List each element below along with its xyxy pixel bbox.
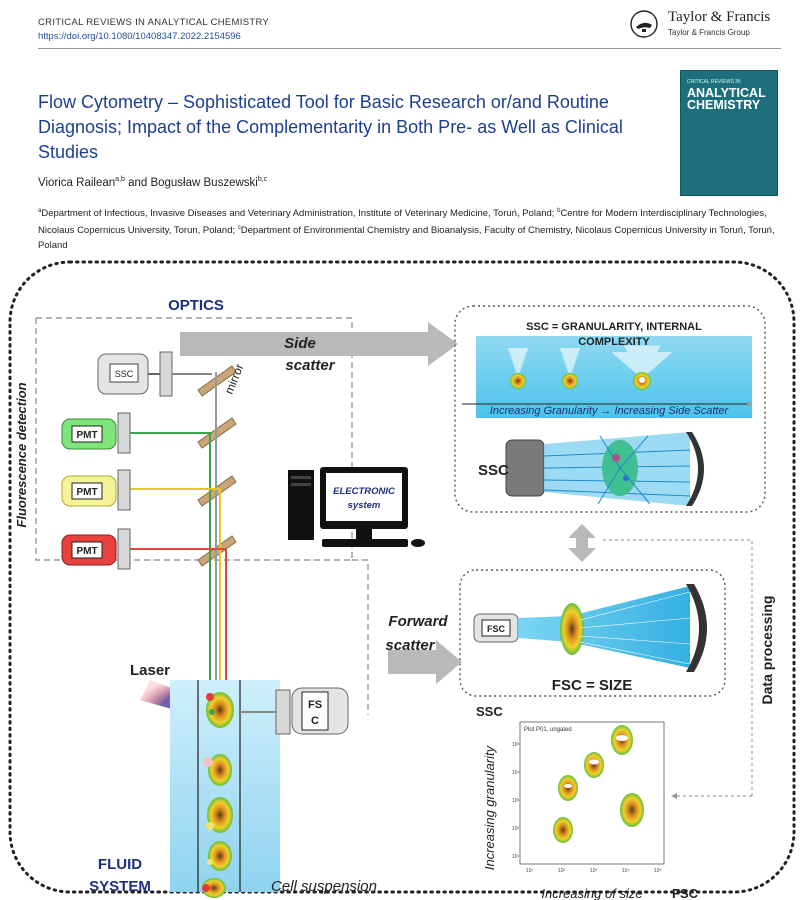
author-2: and Bogusław Buszewski	[124, 176, 258, 189]
increasing-granularity-label: Increasing Granularity → Increasing Side…	[490, 405, 730, 417]
affiliation-c: Department of Environmental Chemistry an…	[38, 225, 775, 252]
fsc-detector-label-2: C	[311, 715, 319, 727]
fsc-panel	[459, 569, 726, 697]
electronic-label-1: ELECTRONIC	[333, 486, 395, 497]
flow-cells	[202, 692, 234, 898]
tick-x-2: 10²	[558, 868, 566, 874]
tick-y-2: 10²	[512, 826, 520, 832]
ssc-optical-diagram	[505, 432, 704, 506]
electronic-label-2: system	[348, 500, 381, 511]
affiliation-a: Department of Infectious, Invasive Disea…	[41, 208, 558, 220]
taylor-francis-lamp-icon	[630, 10, 658, 38]
paper-title: Flow Cytometry – Sophisticated Tool for …	[38, 92, 623, 162]
tick-x-5: 10⁵	[654, 868, 662, 874]
ssc-granularity-label-2: COMPLEXITY	[578, 336, 650, 348]
tick-y-3: 10³	[512, 798, 520, 804]
fluorescence-detection-label: Fluorescence detection	[14, 382, 29, 527]
pmt-yellow-label: PMT	[76, 487, 97, 498]
cell-suspension-label: Cell suspension	[271, 878, 377, 895]
cover-top-text: CRITICAL REVIEWS IN	[687, 79, 741, 85]
scatter-plot-area	[519, 721, 665, 865]
plot-fsc-axis-label: FSC	[672, 886, 699, 900]
panel-double-arrow	[568, 524, 596, 562]
affil-b-mark: b	[557, 208, 561, 214]
side-scatter-arrow	[180, 322, 458, 366]
pmt-green: PMT	[61, 412, 131, 454]
ssc-panel	[454, 305, 766, 513]
figure-frame	[8, 260, 796, 894]
side-scatter-label-2: scatter	[285, 357, 335, 374]
author-1: Viorica Railean	[38, 176, 116, 189]
forward-scatter-label-1: Forward	[388, 613, 448, 630]
laser-label: Laser	[130, 662, 170, 679]
ssc-detector: SSC	[97, 351, 173, 397]
author-2-affil: b,c	[257, 176, 268, 183]
tick-y-4: 10⁴	[512, 770, 520, 776]
author-1-affil: a,b	[115, 176, 125, 183]
fsc-size-label: FSC = SIZE	[552, 677, 632, 694]
pmt-red: PMT	[61, 528, 131, 570]
cover-title-line2: CHEMISTRY	[687, 98, 761, 112]
tick-y-1: 10¹	[512, 854, 520, 860]
tick-x-1: 10¹	[526, 868, 534, 874]
journal-cover-image: CRITICAL REVIEWS IN ANALYTICAL CHEMISTRY	[680, 70, 778, 196]
journal-name: CRITICAL REVIEWS IN ANALYTICAL CHEMISTRY	[38, 17, 270, 28]
side-scatter-label-1: Side	[284, 335, 316, 352]
authors: Viorica Raileana,b and Bogusław Buszewsk…	[38, 176, 267, 189]
tick-x-4: 10⁴	[622, 868, 630, 874]
ssc-granularity-label-1: SSC = GRANULARITY, INTERNAL	[526, 321, 702, 333]
fluid-system-label-1: FLUID	[98, 856, 142, 873]
optics-link-line	[352, 559, 369, 715]
ssc-detector-label: SSC	[115, 369, 134, 379]
ssc-optical-label: SSC	[478, 462, 509, 479]
flow-cytometry-figure: OPTICS Fluorescence detection Side scatt…	[8, 260, 796, 900]
affiliation-b: Centre for Modern Interdisciplinary Tech…	[38, 208, 767, 237]
affil-a-mark: a	[38, 208, 42, 214]
plot-x-axis-label: Increasing of size	[541, 886, 642, 900]
plot-title: Plot P01, ungated	[524, 727, 572, 733]
fluid-system-label-2: SYSTEM	[89, 878, 151, 895]
fsc-detector-box-label: FSC	[487, 624, 506, 634]
data-processing-label: Data processing	[759, 596, 775, 705]
plot-populations	[553, 725, 644, 843]
pmt-green-label: PMT	[76, 430, 97, 441]
optics-label: OPTICS	[168, 297, 224, 314]
affil-c-mark: c	[237, 225, 241, 232]
plot-ssc-axis-label: SSC	[476, 704, 503, 719]
publisher-group: Taylor & Francis Group	[668, 28, 750, 37]
tick-x-3: 10³	[590, 868, 598, 874]
affiliations: aDepartment of Infectious, Invasive Dise…	[38, 204, 782, 253]
header-divider	[38, 48, 781, 49]
fsc-detector-label-1: FS	[308, 699, 322, 711]
fsc-detector: FS C	[240, 687, 349, 735]
forward-scatter-label-2: scatter	[385, 637, 435, 654]
fsc-optical-diagram: FSC	[473, 584, 707, 672]
cover-title-line1: ANALYTICAL	[687, 86, 766, 100]
data-processing-line	[600, 539, 753, 796]
pmt-red-label: PMT	[76, 546, 97, 557]
forward-scatter-arrow	[388, 640, 462, 684]
optics-dashed-box	[35, 317, 353, 561]
publisher-name: Taylor & Francis	[668, 9, 771, 25]
doi-link[interactable]: https://doi.org/10.1080/10408347.2022.21…	[38, 31, 241, 42]
tick-y-5: 10⁵	[512, 742, 520, 748]
pmt-yellow: PMT	[61, 469, 131, 511]
computer-icon	[288, 467, 425, 547]
cover-title: ANALYTICAL CHEMISTRY	[687, 86, 766, 112]
granularity-cells	[508, 345, 673, 390]
plot-y-axis-label: Increasing granularity	[482, 744, 497, 870]
plot-ticks: 10¹ 10² 10³ 10⁴ 10⁵ 10¹ 10² 10³ 10⁴ 10⁵	[512, 742, 662, 874]
